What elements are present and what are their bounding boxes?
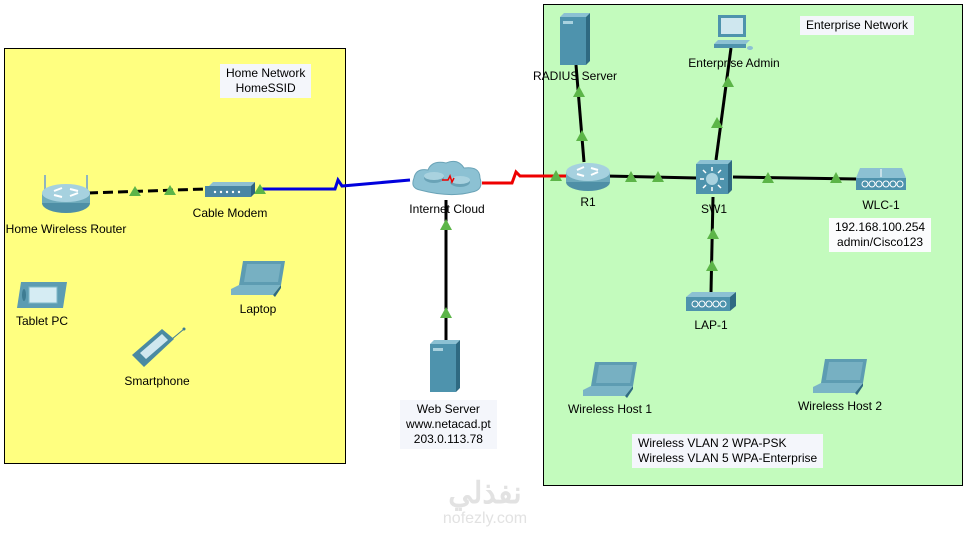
link-up-indicator — [706, 260, 718, 271]
web-server-info: Web Server www.netacad.pt 203.0.113.78 — [400, 400, 497, 449]
wlc-credentials: admin/Cisco123 — [837, 235, 924, 249]
link-up-indicator — [254, 184, 266, 194]
smartphone-label: Smartphone — [124, 374, 190, 388]
wlc-icon — [856, 168, 906, 190]
laptop-icon — [231, 261, 285, 297]
home-ssid: HomeSSID — [235, 81, 296, 95]
wlc-1-label: WLC-1 — [862, 198, 900, 212]
link-up-indicator — [550, 170, 562, 181]
server-icon — [430, 340, 460, 392]
wireless-host-1-label: Wireless Host 1 — [567, 402, 653, 416]
radius-server[interactable] — [560, 13, 594, 68]
vlan5-note: Wireless VLAN 5 WPA-Enterprise — [638, 451, 818, 465]
laptop-label: Laptop — [239, 302, 277, 316]
link-status-indicators — [129, 76, 842, 318]
watermark-arabic: نفذلي — [448, 477, 522, 510]
router-r1[interactable] — [565, 160, 611, 195]
web-server-label: Web Server — [416, 402, 480, 416]
home-network-note: Home Network HomeSSID — [220, 64, 312, 98]
vlan2-note: Wireless VLAN 2 WPA-PSK — [638, 436, 787, 450]
link-up-indicator — [652, 171, 664, 182]
enterprise-admin-label: Enterprise Admin — [688, 56, 780, 70]
enterprise-network-title: Enterprise Network — [806, 18, 909, 32]
cable-modem-label: Cable Modem — [192, 206, 268, 220]
lap-1[interactable] — [686, 292, 738, 315]
cable-modem[interactable] — [205, 182, 255, 201]
cloud-icon — [412, 160, 482, 196]
link-up-indicator — [440, 307, 452, 318]
switch-sw1[interactable] — [696, 160, 734, 199]
home-wireless-router-label: Home Wireless Router — [5, 222, 127, 236]
link-modem-cloud[interactable] — [258, 176, 411, 191]
wlc-1-info: 192.168.100.254 admin/Cisco123 — [829, 218, 932, 252]
tablet-pc-label: Tablet PC — [15, 314, 69, 328]
lap-1-label: LAP-1 — [694, 318, 728, 332]
home-network-zone — [4, 48, 346, 464]
link-up-indicator — [164, 185, 176, 195]
link-up-indicator — [625, 171, 637, 182]
access-point-icon — [686, 292, 736, 311]
internet-cloud[interactable] — [410, 160, 484, 201]
web-server-domain: www.netacad.pt — [406, 417, 491, 431]
watermark-latin: nofezly.com — [442, 510, 528, 527]
web-server[interactable] — [430, 340, 464, 395]
wlc-ip: 192.168.100.254 — [835, 220, 926, 234]
laptop[interactable] — [231, 259, 287, 300]
link-up-indicator — [711, 117, 723, 128]
link-up-indicator — [722, 76, 734, 87]
link-r1-radius[interactable] — [574, 64, 586, 163]
link-r1-sw1[interactable] — [604, 174, 698, 180]
cable-modem-icon — [205, 182, 255, 197]
enterprise-admin-pc[interactable] — [712, 14, 754, 55]
wireless-host-2-label: Wireless Host 2 — [797, 399, 883, 413]
router-icon — [566, 163, 610, 191]
link-cloud-r1[interactable] — [482, 169, 568, 185]
smartphone[interactable] — [130, 325, 188, 372]
link-up-indicator — [440, 219, 452, 230]
link-up-indicator — [707, 228, 719, 239]
internet-cloud-label: Internet Cloud — [409, 202, 485, 216]
vlan-security-note: Wireless VLAN 2 WPA-PSK Wireless VLAN 5 … — [632, 434, 824, 468]
radius-server-label: RADIUS Server — [532, 69, 618, 83]
wlc-1[interactable] — [856, 168, 908, 195]
link-up-indicator — [129, 186, 141, 196]
wireless-host-2[interactable] — [813, 357, 869, 398]
wireless-router-icon — [42, 175, 90, 213]
link-up-indicator — [762, 172, 774, 183]
tablet-pc[interactable] — [17, 280, 69, 313]
link-sw1-lap[interactable] — [709, 196, 715, 293]
link-router-modem[interactable] — [87, 187, 206, 195]
smartphone-icon — [132, 327, 186, 367]
link-up-indicator — [573, 86, 585, 97]
server-icon — [560, 13, 590, 65]
laptop-icon — [583, 362, 637, 398]
pc-icon — [714, 15, 753, 50]
link-up-indicator — [830, 172, 842, 183]
link-sw1-admin[interactable] — [714, 47, 733, 161]
home-wireless-router[interactable] — [40, 173, 92, 218]
laptop-icon — [813, 359, 867, 395]
router-r1-label: R1 — [580, 195, 596, 209]
switch-icon — [696, 160, 732, 194]
switch-sw1-label: SW1 — [700, 202, 728, 216]
wireless-host-1[interactable] — [583, 360, 639, 401]
tablet-icon — [17, 282, 67, 308]
web-server-ip: 203.0.113.78 — [413, 432, 483, 446]
watermark: نفذلي nofezly.com — [420, 478, 550, 528]
enterprise-network-note: Enterprise Network — [800, 16, 915, 35]
home-network-title: Home Network — [226, 66, 306, 80]
link-up-indicator — [576, 130, 588, 141]
